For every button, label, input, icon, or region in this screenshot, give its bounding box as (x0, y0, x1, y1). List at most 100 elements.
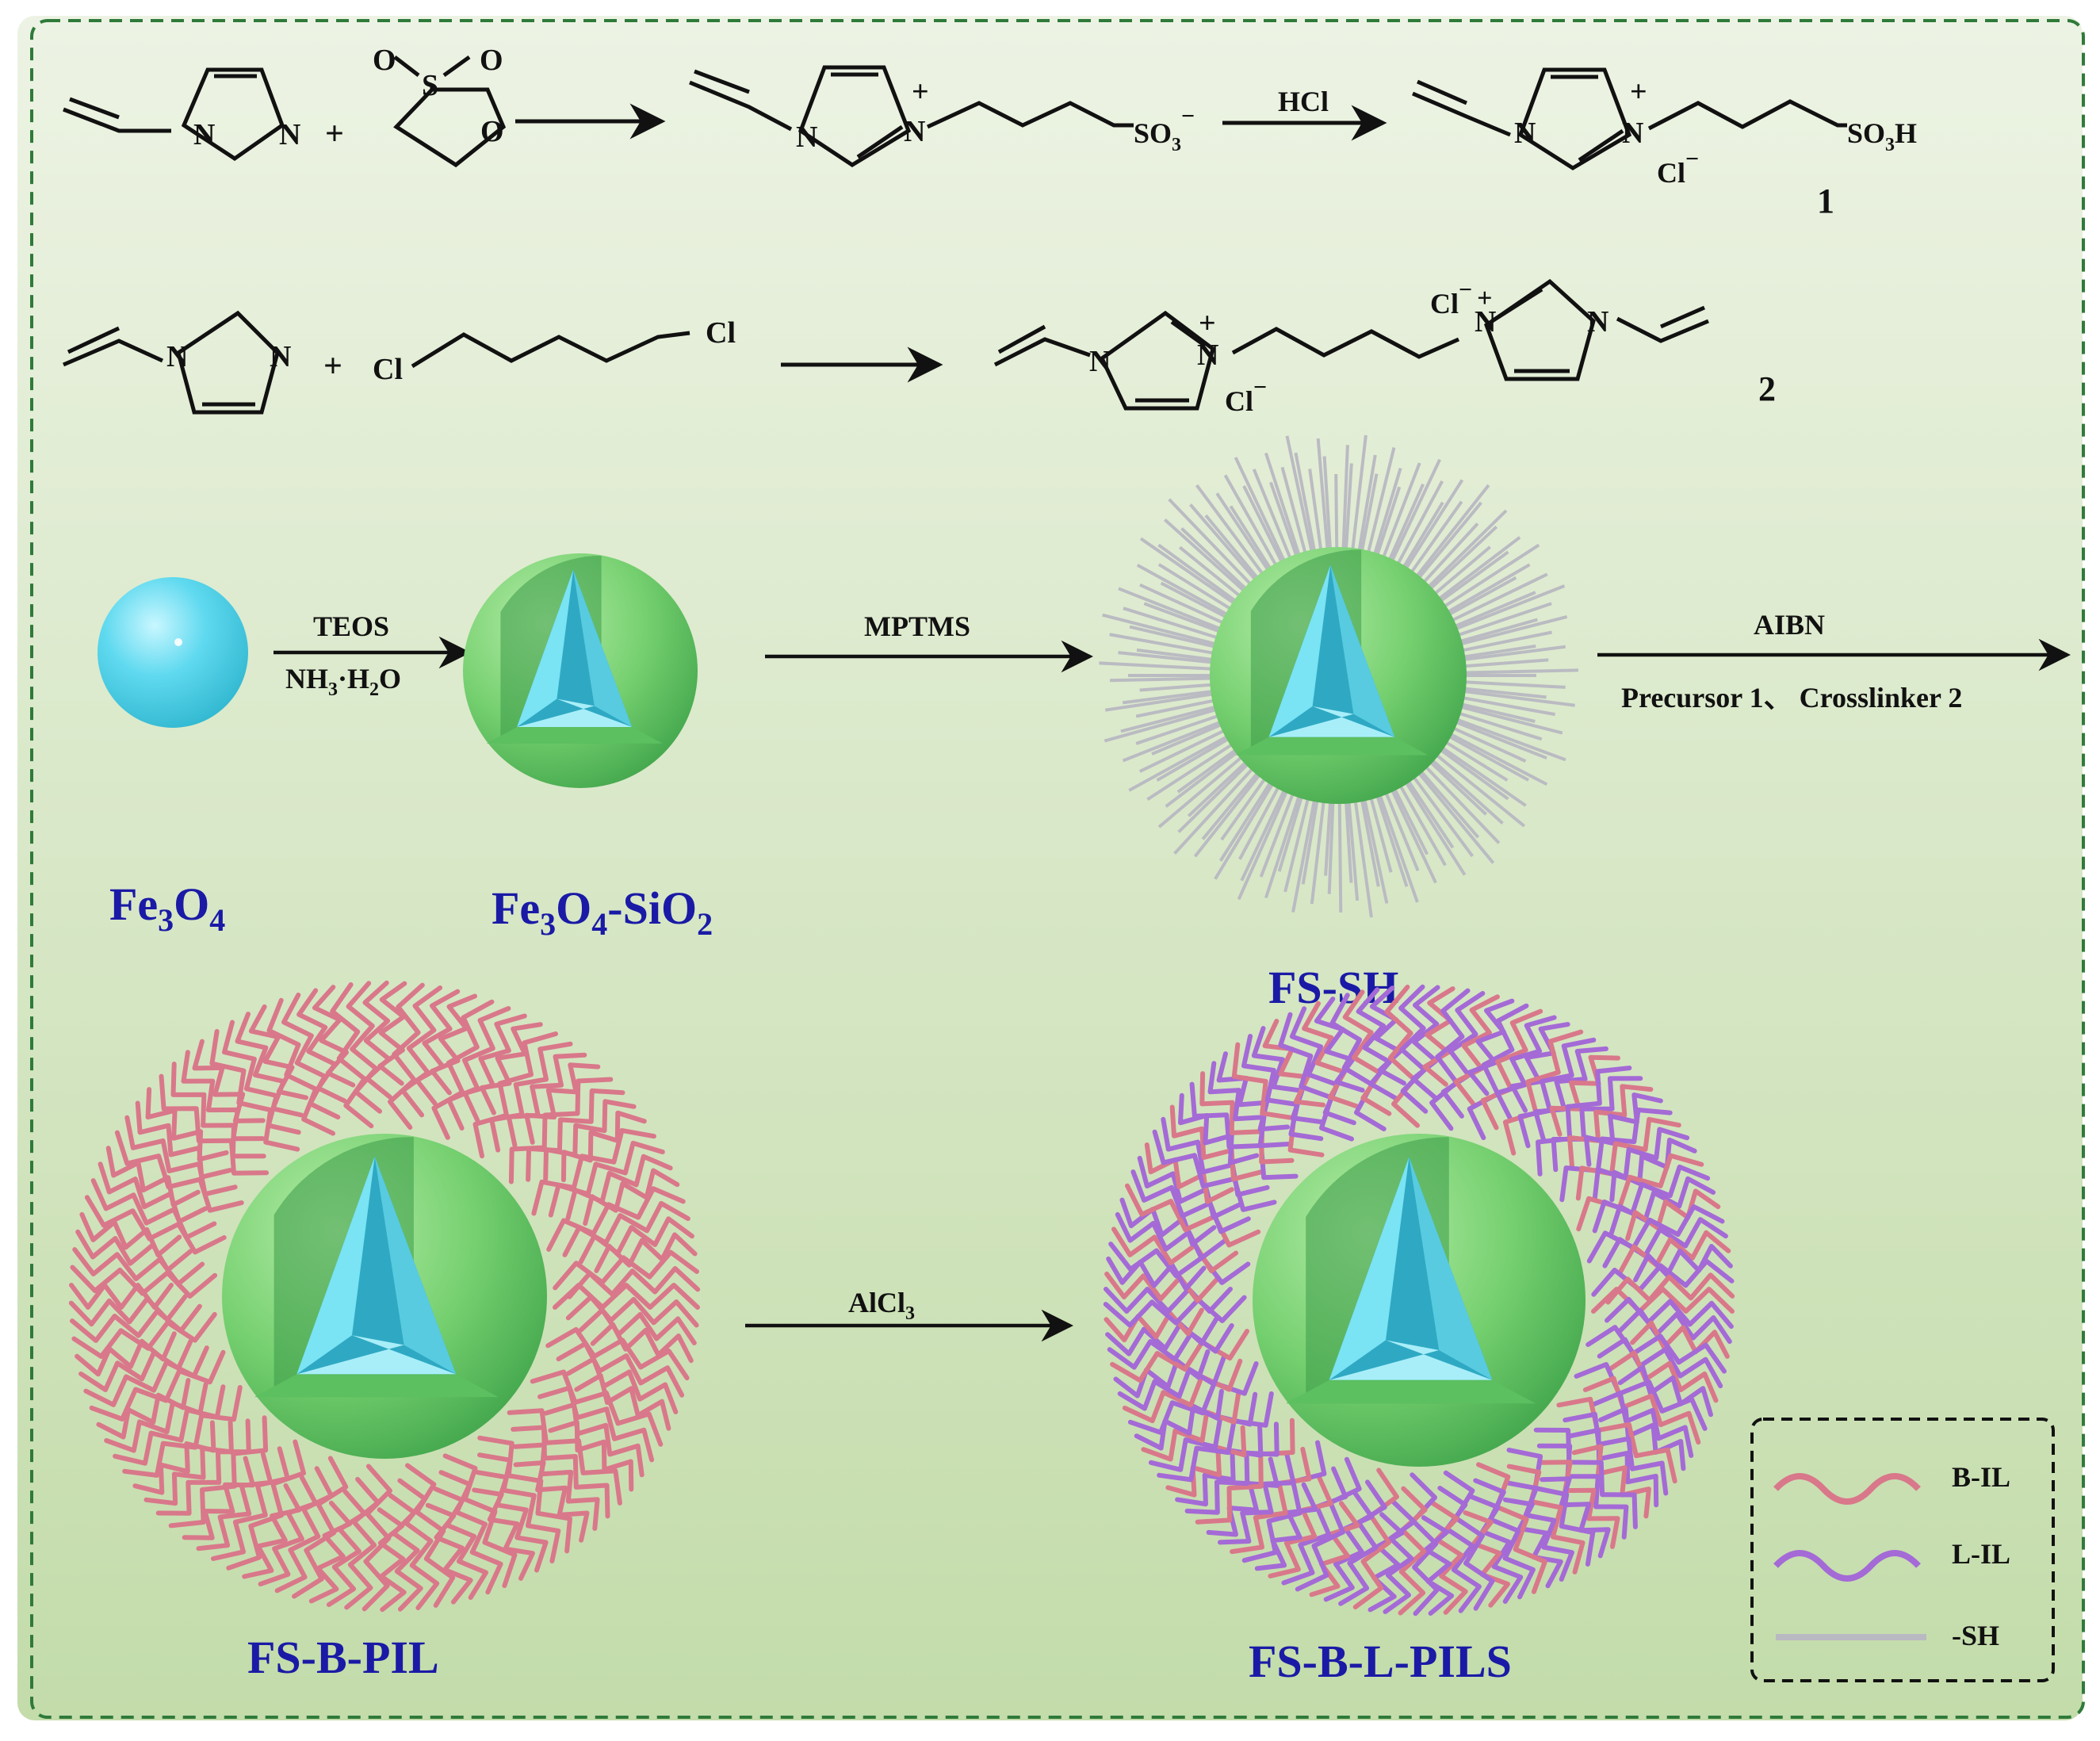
thiol-spike (1452, 618, 1538, 645)
thiol-spike (1448, 717, 1547, 760)
polymer-chain (1356, 987, 1398, 1101)
thiol-spike (1118, 587, 1229, 633)
polymer-chain (1367, 1512, 1405, 1613)
polymer-chain (296, 988, 347, 1104)
polymer-chain (1609, 1137, 1697, 1203)
thiol-spike (1421, 509, 1508, 594)
polymer-chain (1152, 1129, 1277, 1212)
thiol-spike (1214, 776, 1279, 880)
polymer-chain (425, 1502, 473, 1605)
sultone-ring (393, 87, 507, 168)
thiol-spike (1173, 762, 1259, 855)
thiol-spike (1160, 581, 1234, 622)
polymer-chain (159, 1073, 270, 1176)
thiol-spike (1344, 463, 1353, 557)
polymer-chain (1115, 1211, 1227, 1261)
thiol-spike (1373, 486, 1402, 563)
polymer-chain (562, 1200, 690, 1257)
polymer-chain (1617, 1230, 1731, 1275)
polymer-chain (506, 1052, 587, 1148)
polymer-chain (1338, 1479, 1387, 1606)
polymer-chain (508, 1077, 614, 1184)
polymer-chain (590, 1322, 694, 1364)
polymer-chain (235, 1012, 304, 1118)
thiol-spike (1104, 691, 1221, 712)
thiol-spike (1367, 790, 1393, 873)
thiol-spike (1433, 550, 1509, 607)
polymer-chain (1586, 1325, 1727, 1374)
polymer-chain (472, 1031, 558, 1159)
polymer-chain (1125, 1183, 1261, 1248)
polymer-chain (546, 1186, 686, 1252)
thiol-spike (1387, 782, 1437, 884)
polymer-chain (480, 1022, 543, 1115)
fe3o4-particle (98, 577, 248, 728)
polymer-chain (565, 1154, 673, 1221)
butyl-chain (1231, 327, 1460, 359)
polymer-chain (414, 989, 461, 1106)
thiol-spike (1440, 563, 1531, 618)
polymer-chain (1104, 1287, 1233, 1314)
sultone-oxygen-1: O (373, 44, 396, 77)
polymer-chain (1352, 1467, 1399, 1609)
polymer-chain (1218, 1452, 1296, 1545)
polymer-chain (98, 1161, 208, 1224)
polymer-chain (430, 993, 477, 1096)
polymer-chain (1608, 1350, 1719, 1403)
reagent-aibn: AIBN (1754, 609, 1825, 641)
reagent-ammonia: NH3·H2O (285, 663, 401, 700)
polymer-chain (400, 985, 443, 1118)
label-fe3o4-sio2: Fe3O4-SiO2 (492, 882, 713, 942)
polymer-chain (1295, 1456, 1362, 1592)
polymer-chain (211, 1446, 290, 1561)
atom-n: N (1089, 345, 1111, 378)
polymer-chain (1230, 1446, 1312, 1555)
polymer-chain (1592, 1164, 1711, 1234)
atom-n: N (1514, 117, 1536, 150)
polymer-chain (1597, 1337, 1723, 1389)
thiol-spike (1189, 503, 1262, 587)
thiol-spike (1400, 479, 1464, 576)
polymer-chain (248, 1004, 308, 1100)
polymer-chain (79, 1211, 182, 1257)
polymer-chain (192, 1039, 266, 1123)
legend-swatch-b-il (1773, 1473, 1921, 1505)
thiol-spike (1417, 522, 1479, 589)
thiol-spike (1143, 602, 1228, 636)
polymer-chain (1502, 1029, 1584, 1156)
polymer-chain (222, 1020, 301, 1135)
polymer-chain (1119, 1197, 1217, 1247)
thiol-spike (1118, 651, 1221, 665)
polymer-chain (1533, 1046, 1608, 1142)
polymer-chain (1567, 1084, 1654, 1169)
polymer-chain (1586, 1204, 1725, 1264)
plus-sign-2: + (323, 348, 342, 385)
polymer-chain (226, 1439, 306, 1571)
polymer-chain (266, 997, 335, 1136)
thiol-spike (1187, 756, 1253, 817)
legend-box (1750, 1418, 2055, 1682)
polymer-chain (1108, 1242, 1251, 1285)
thiol-spike (1456, 658, 1549, 668)
polymer-chain (1598, 1406, 1686, 1471)
polymer-chain (1323, 1490, 1375, 1602)
polymer-chain (537, 1385, 655, 1463)
polymer-chain (1104, 1307, 1204, 1343)
polymer-chain (71, 1311, 217, 1359)
polymer-chain (1148, 1391, 1258, 1472)
thiol-spike (1371, 468, 1402, 562)
polymer-chain (1410, 985, 1440, 1100)
thiol-spike (1104, 706, 1225, 743)
reagent-teos: TEOS (313, 610, 389, 642)
polymer-chain (1127, 1361, 1259, 1435)
polymer-chain (1443, 1470, 1495, 1611)
thiol-spike (1443, 729, 1548, 786)
polymer-chain (377, 1507, 407, 1613)
polymer-chain (1549, 1054, 1620, 1137)
polymer-chain (1137, 1155, 1242, 1220)
polymer-chain (1473, 1478, 1536, 1600)
polymer-chain (433, 1487, 488, 1600)
label-fe3o4: Fe3O4 (109, 878, 225, 938)
polymer-chain (1175, 1424, 1264, 1507)
thiol-spike (1220, 771, 1271, 841)
